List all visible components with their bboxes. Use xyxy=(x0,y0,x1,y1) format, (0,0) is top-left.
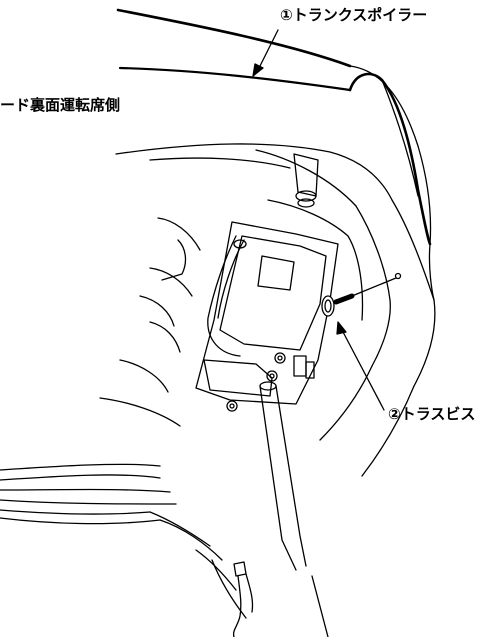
screw-hole-guide xyxy=(352,274,401,297)
spoiler-callout-arrow xyxy=(252,30,278,77)
latch-bracket xyxy=(196,222,338,404)
inner-body-panel xyxy=(0,218,246,618)
latch-rod xyxy=(260,382,306,570)
trunk-lid xyxy=(116,144,435,476)
bolt-group xyxy=(227,353,285,411)
screw-callout-arrow xyxy=(336,321,384,410)
screw-label: ②トラスビス xyxy=(388,405,476,423)
cable-connector xyxy=(234,562,253,637)
trunk-spoiler xyxy=(118,10,434,300)
bottom-leader-line xyxy=(312,576,328,637)
hood-side-label: ード裏面運転席側 xyxy=(0,96,121,114)
spoiler-label: ①トランクスポイラー xyxy=(280,6,428,24)
hinge-stud xyxy=(294,154,318,207)
truss-screw xyxy=(322,296,352,316)
